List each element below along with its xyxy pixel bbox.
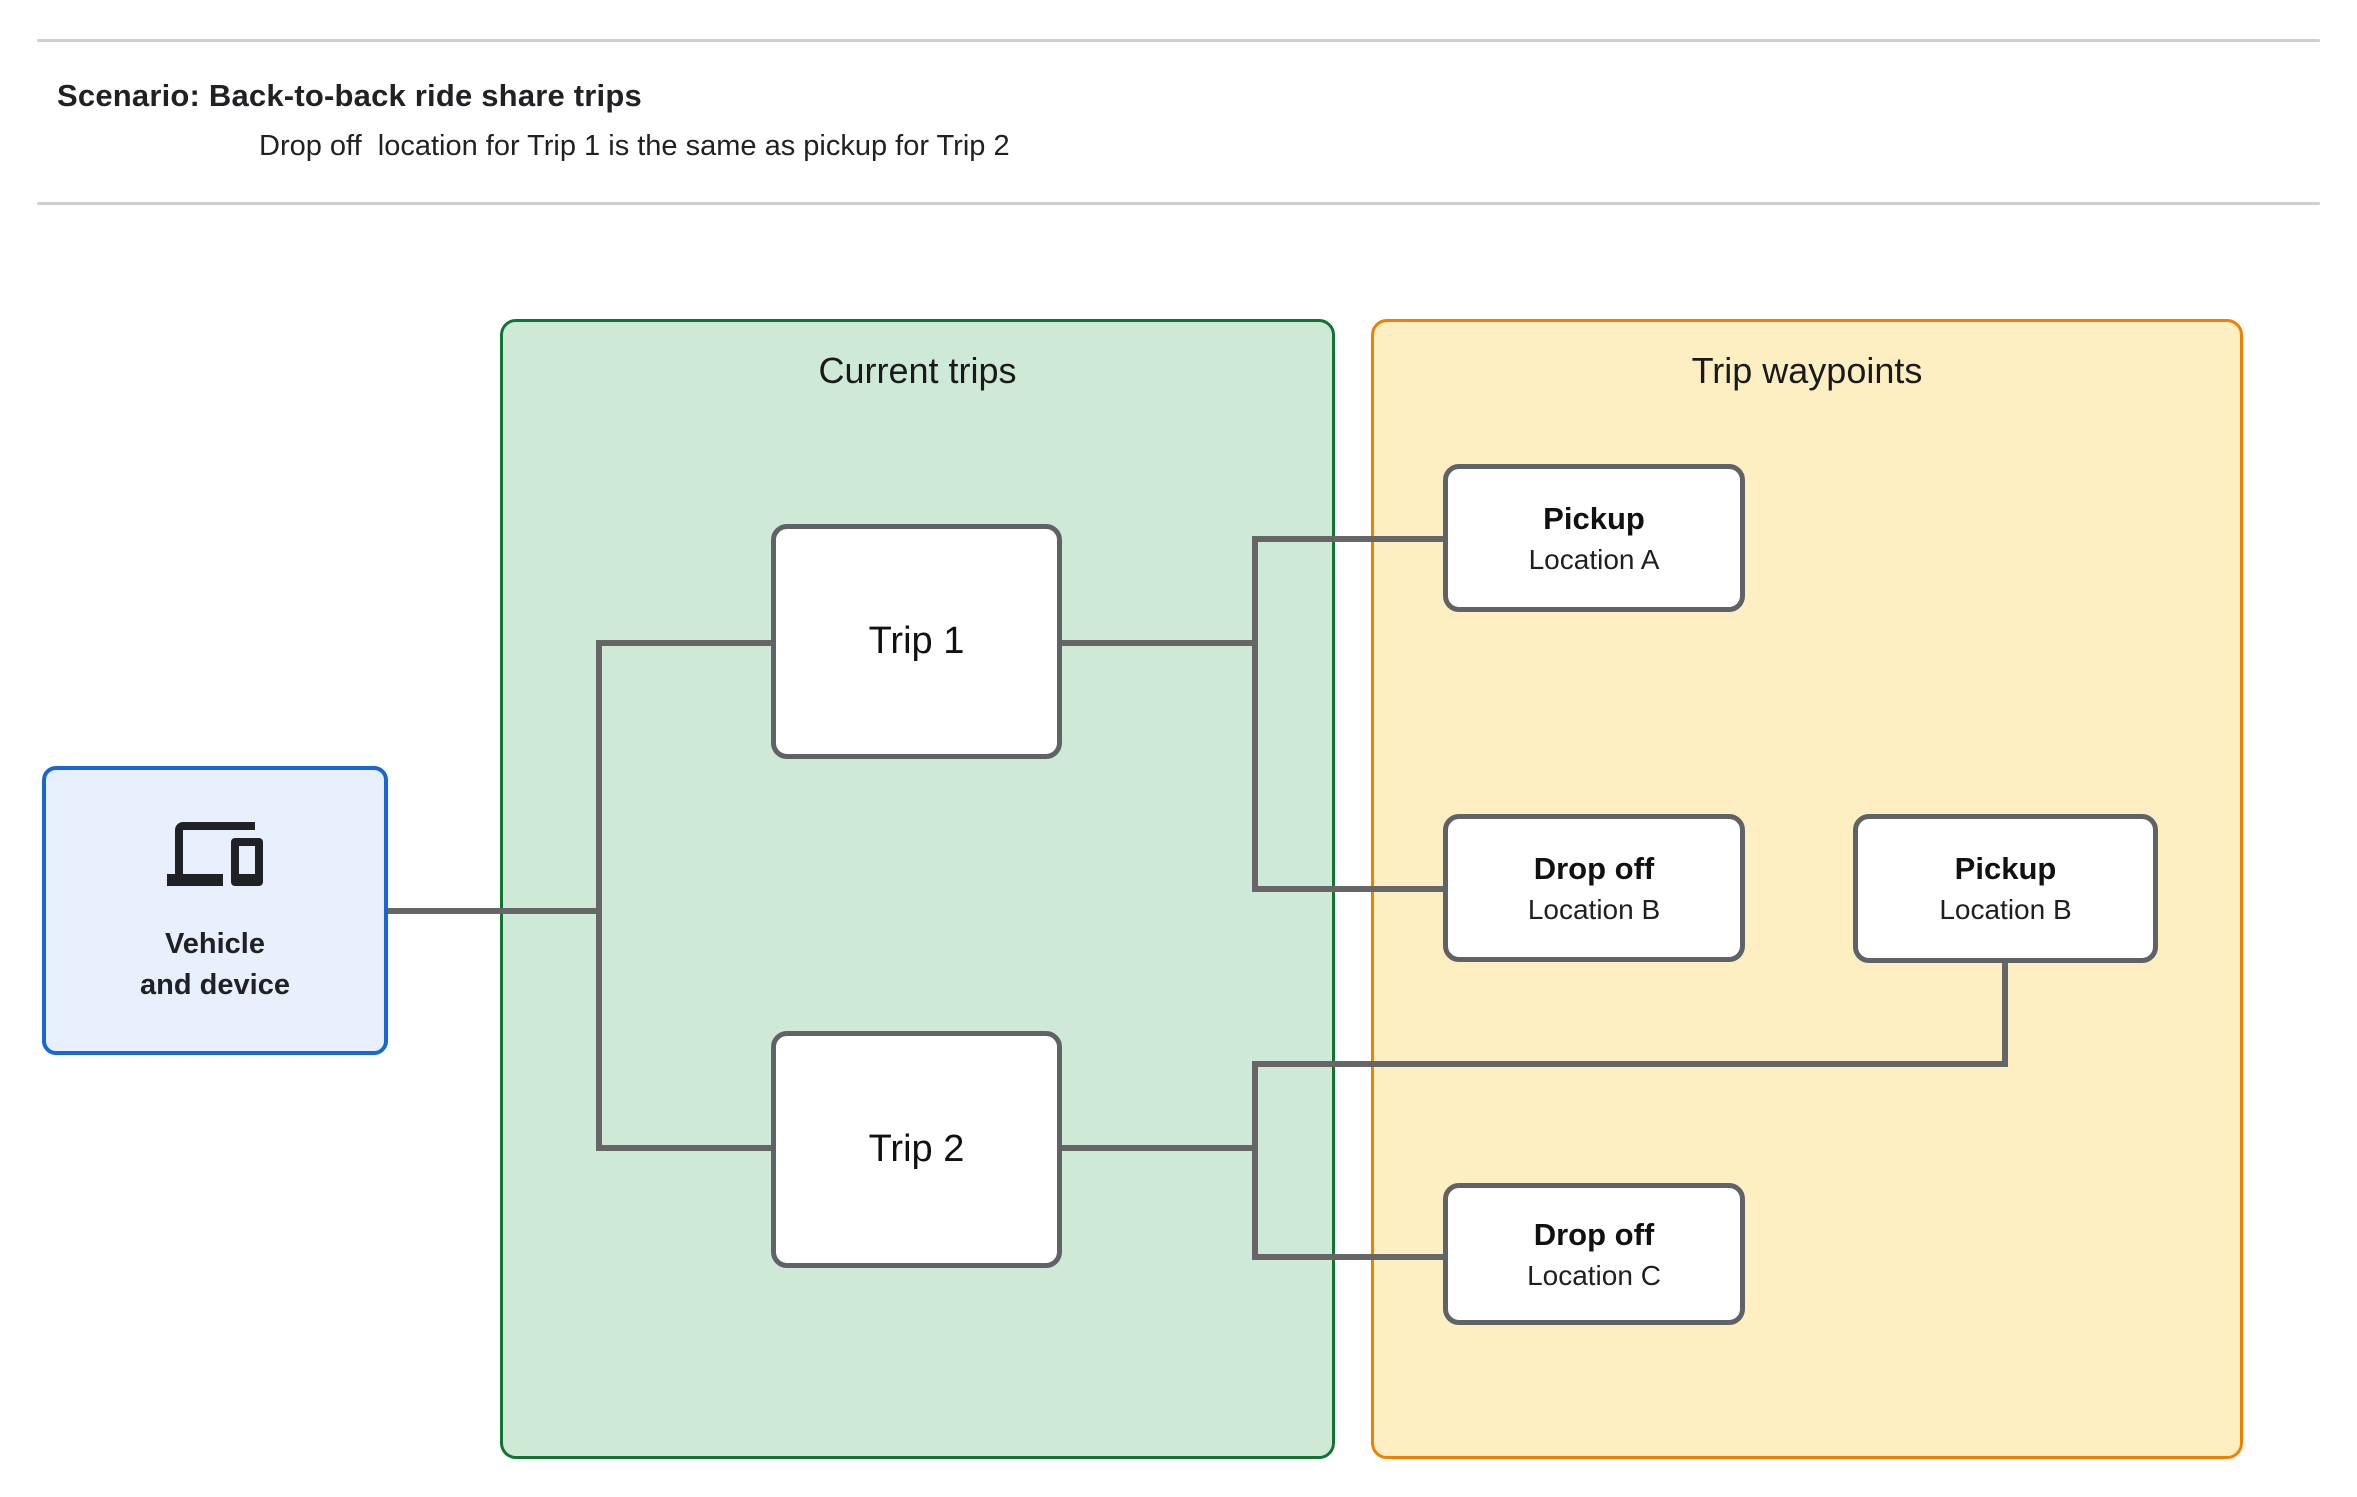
waypoint-title: Pickup [1954, 851, 2057, 886]
connector-junction2-to-dropoff-b [1252, 886, 1443, 892]
connector-pickup-b-drop [2002, 963, 2008, 1067]
page-title: Scenario: Back-to-back ride share trips [57, 78, 642, 113]
vehicle-label: Vehicle and device [140, 924, 290, 1005]
waypoint-subtitle: Location B [1527, 893, 1661, 925]
panel-current-trips: Current trips [500, 319, 1335, 1459]
vehicle-and-device-box: Vehicle and device [42, 766, 388, 1055]
connector-trip1-to-junction2 [1062, 640, 1258, 646]
connector-trip2-to-junction3 [1062, 1145, 1258, 1151]
connector-junction3-vertical [1252, 1061, 1258, 1260]
page-subtitle: Drop off location for Trip 1 is the same… [259, 130, 1010, 162]
waypoint-pickup-location-b: Pickup Location B [1853, 814, 2158, 963]
vehicle-label-line1: Vehicle [165, 928, 265, 960]
waypoint-pickup-location-a: Pickup Location A [1443, 464, 1745, 612]
waypoint-title: Drop off [1533, 850, 1655, 886]
waypoint-subtitle: Location B [1939, 894, 2072, 925]
panel-trip-waypoints-title: Trip waypoints [1691, 350, 1923, 391]
trip-1-box: Trip 1 [771, 524, 1062, 759]
waypoint-title: Drop off [1533, 1216, 1655, 1252]
connector-junction1-to-trip2 [596, 1145, 771, 1151]
trip-1-label: Trip 1 [868, 620, 965, 662]
connector-junction1-to-trip1 [596, 640, 771, 646]
waypoint-title: Pickup [1543, 500, 1645, 536]
laptop-and-phone-devices-icon [167, 822, 263, 886]
connector-junction2-to-pickup-a [1252, 536, 1443, 542]
connector-vehicle-to-junction1 [388, 908, 602, 914]
waypoint-dropoff-location-b: Drop off Location B [1443, 814, 1745, 962]
vehicle-label-line2: and device [140, 968, 290, 1001]
connector-junction3-to-pickup-b [1252, 1061, 2008, 1067]
connector-junction1-vertical [596, 640, 602, 1151]
connector-junction3-to-dropoff-c [1252, 1254, 1443, 1260]
panel-current-trips-title: Current trips [818, 350, 1017, 391]
waypoint-subtitle: Location C [1527, 1259, 1661, 1291]
waypoint-subtitle: Location A [1528, 543, 1660, 575]
trip-2-box: Trip 2 [771, 1031, 1062, 1268]
waypoint-dropoff-location-c: Drop off Location C [1443, 1183, 1745, 1325]
top-divider [37, 39, 2320, 42]
trip-2-label: Trip 2 [868, 1128, 965, 1170]
header-divider [37, 202, 2320, 205]
connector-junction2-vertical [1252, 536, 1258, 892]
